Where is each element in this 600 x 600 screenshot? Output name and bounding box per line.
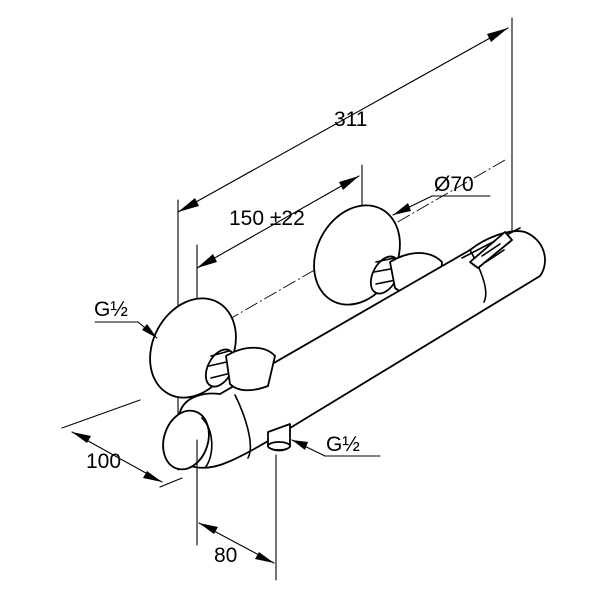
arrow-head: [72, 432, 91, 443]
dimension-label-center-distance: 150 ±22: [229, 207, 305, 230]
extension-line-depth-bottom: [159, 477, 183, 488]
arrow-head: [178, 198, 199, 212]
body-end-ring-left: [234, 394, 252, 459]
body-end-ring-right: [469, 249, 487, 303]
arrow-head: [393, 203, 411, 215]
extension-line-depth-top: [61, 399, 141, 429]
dimension-label-overall-length: 311: [334, 108, 367, 131]
connector-sleeve: [225, 346, 276, 392]
arrow-head: [199, 523, 218, 534]
label-inlet-thread: G½: [94, 298, 128, 321]
callout-inlet-thread: G½: [94, 298, 158, 339]
outlet-fitting: [267, 423, 291, 452]
dimension-label-offset: 80: [214, 544, 237, 567]
callout-rosette-diameter: Ø70: [392, 173, 491, 216]
callout-outlet-thread: G½: [291, 433, 381, 457]
dimension-outlet-offset: 80: [196, 439, 277, 581]
arrow-head: [292, 440, 308, 450]
dimension-label-diameter: Ø70: [434, 173, 474, 196]
dimension-overall-length: 311: [177, 17, 513, 471]
arrow-head: [487, 28, 508, 42]
arrow-head: [142, 324, 157, 338]
connector-nut-left: [204, 346, 276, 392]
cap-rim: [201, 417, 213, 469]
outlet-opening: [267, 441, 291, 451]
dimension-depth: 100: [61, 399, 183, 488]
arrow-head: [255, 552, 274, 563]
thermostat-body: [162, 227, 546, 471]
arrow-head: [143, 471, 162, 482]
arrow-head: [339, 176, 359, 190]
dimension-line-311: [177, 27, 509, 213]
grip-lines: [481, 243, 505, 263]
dimension-line-150: [196, 175, 360, 269]
dimension-label-depth: 100: [86, 450, 121, 473]
arrow-head: [197, 254, 217, 268]
label-outlet-thread: G½: [326, 433, 360, 456]
